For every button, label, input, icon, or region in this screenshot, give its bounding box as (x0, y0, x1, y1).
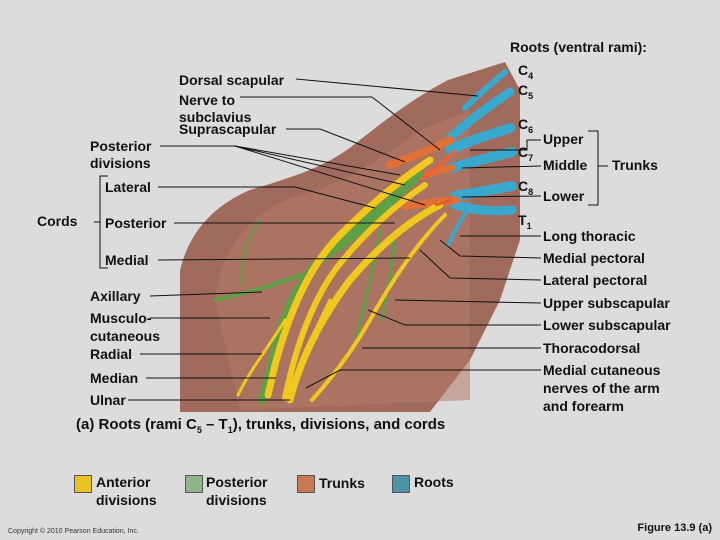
legend-swatch-posterior (185, 475, 203, 493)
label-dorsal-scapular: Dorsal scapular (179, 72, 285, 88)
legend-swatch-trunks (297, 475, 315, 493)
roots-title: Roots (ventral rami): (510, 39, 647, 55)
label-medial-cutaneous-3: and forearm (543, 398, 624, 414)
label-posterior-divisions-2: divisions (90, 155, 151, 171)
legend-label-anterior-1: Anterior (96, 474, 151, 490)
leader-lines (94, 78, 608, 401)
trunk-upper (386, 136, 454, 169)
ulnar-branch (310, 213, 447, 402)
label-cords: Cords (37, 213, 78, 229)
legend-label-posterior-2: divisions (206, 492, 267, 508)
label-lower-trunk: Lower (543, 188, 585, 204)
root-c8 (450, 181, 517, 201)
label-medial-pectoral: Medial pectoral (543, 250, 645, 266)
label-middle-trunk: Middle (543, 157, 588, 173)
label-nerve-to-subclavius-2: subclavius (179, 109, 252, 125)
legend-label-anterior-2: divisions (96, 492, 157, 508)
legend-label-trunks: Trunks (319, 475, 365, 491)
figure-caption: (a) Roots (rami C5 – T1), trunks, divisi… (76, 416, 446, 435)
root-t1 (450, 200, 517, 216)
root-c6 (445, 123, 515, 155)
label-musculocutaneous-2: cutaneous (90, 328, 161, 344)
label-nerve-to-subclavius-1: Nerve to (179, 92, 236, 108)
label-trunks: Trunks (612, 157, 658, 173)
median-branch (290, 298, 332, 400)
label-upper-trunk: Upper (543, 131, 584, 147)
legend-swatch-anterior (74, 475, 92, 493)
label-posterior-divisions-1: Posterior (90, 138, 152, 154)
subscapular-branch (353, 228, 382, 347)
label-thoracodorsal: Thoracodorsal (543, 340, 641, 356)
root-c7 (447, 147, 517, 173)
legend-label-roots: Roots (414, 474, 454, 490)
label-medial-cutaneous-2: nerves of the arm (543, 380, 660, 396)
legend-swatch-roots (392, 475, 410, 493)
label-radial: Radial (90, 346, 133, 362)
label-lateral-pectoral: Lateral pectoral (543, 272, 648, 288)
long-thoracic-nerve (446, 203, 472, 247)
roots-group (445, 69, 517, 247)
label-suprascapular: Suprascapular (179, 121, 277, 137)
label-long-thoracic: Long thoracic (543, 228, 636, 244)
root-label-c8: C8 (518, 178, 534, 197)
label-musculocutaneous-1: Musculo- (90, 310, 152, 326)
label-lateral-cord: Lateral (105, 179, 151, 195)
label-posterior-cord: Posterior (105, 215, 167, 231)
root-label-c4: C4 (518, 62, 534, 81)
label-axillary: Axillary (90, 288, 141, 304)
label-median: Median (90, 370, 139, 386)
root-label-c6: C6 (518, 116, 534, 135)
label-upper-subscapular: Upper subscapular (543, 295, 670, 311)
lateral-cord (264, 156, 434, 399)
root-label-c5: C5 (518, 82, 534, 101)
label-medial-cord: Medial (105, 252, 149, 268)
root-label-c7: C7 (518, 144, 534, 163)
root-label-t1: T1 (518, 212, 532, 231)
label-ulnar: Ulnar (90, 392, 126, 408)
axillary-branch (213, 273, 302, 302)
copyright-notice: Copyright © 2010 Pearson Education, Inc. (8, 528, 139, 535)
anterior-divisions-group (236, 156, 447, 404)
label-medial-cutaneous-1: Medial cutaneous (543, 362, 661, 378)
figure-number: Figure 13.9 (a) (637, 522, 712, 534)
legend-label-posterior-1: Posterior (206, 474, 268, 490)
label-lower-subscapular: Lower subscapular (543, 317, 671, 333)
root-c5 (445, 87, 515, 143)
root-c4 (462, 69, 508, 111)
